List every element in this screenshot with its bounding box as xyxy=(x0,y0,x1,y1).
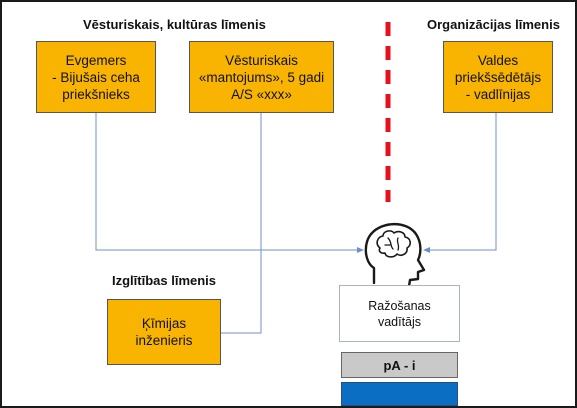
box-evgemers: Evgemers - Bijušais ceha priekšnieks xyxy=(36,41,156,113)
box-chemical-engineer: Ķīmijas inženieris xyxy=(107,299,221,365)
role-box-production-manager: Ražošanas vadītājs xyxy=(339,285,460,342)
box-board-chairman-label: Valdes priekšsēdētājs - vadlīnijas xyxy=(454,52,542,102)
heading-education-level: Izglītības līmenis xyxy=(112,273,217,288)
head-brain-icon xyxy=(364,222,426,288)
heading-historical-cultural-level: Vēsturiskais, kultūras līmenis xyxy=(83,17,266,32)
code-bar: pA - i xyxy=(341,352,458,378)
box-board-chairman: Valdes priekšsēdētājs - vadlīnijas xyxy=(443,41,553,113)
code-label: pA - i xyxy=(383,357,416,373)
box-historical-legacy: Vēsturiskais «mantojums», 5 gadi A/S «xx… xyxy=(189,41,334,113)
box-chemical-engineer-label: Ķīmijas inženieris xyxy=(135,316,193,348)
heading-organizational-level: Organizācijas līmenis xyxy=(427,17,560,32)
blue-bar xyxy=(341,382,458,406)
connector-evgemers xyxy=(95,113,358,251)
box-evgemers-label: Evgemers - Bijušais ceha priekšnieks xyxy=(52,52,140,102)
box-historical-legacy-label: Vēsturiskais «mantojums», 5 gadi A/S «xx… xyxy=(198,52,325,102)
role-label: Ražošanas vadītājs xyxy=(368,298,431,329)
arrowhead-board-chairman xyxy=(423,247,430,253)
arrowhead-evgemers xyxy=(357,247,364,253)
connector-board-chairman xyxy=(429,113,497,251)
